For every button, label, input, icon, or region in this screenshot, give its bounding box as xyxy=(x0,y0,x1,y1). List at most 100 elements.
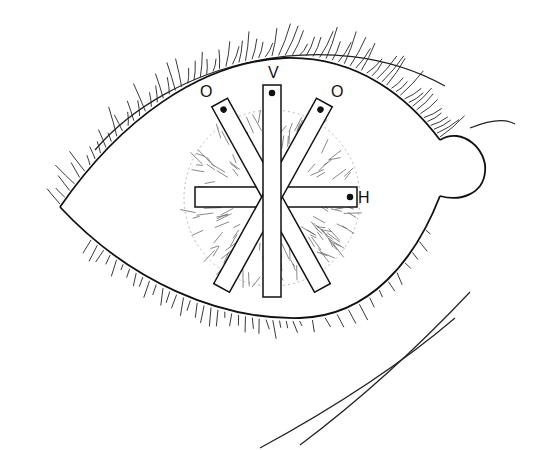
eyelash xyxy=(232,46,239,64)
iris-fiber xyxy=(282,136,284,149)
iris-fiber xyxy=(316,225,325,232)
iris-fiber xyxy=(296,265,297,280)
eyelash xyxy=(419,242,427,252)
iris-fiber xyxy=(197,213,214,215)
eyelash xyxy=(252,39,257,60)
eyelash xyxy=(245,31,249,60)
eyelash xyxy=(230,313,232,326)
eyelash xyxy=(171,295,176,309)
eyelash xyxy=(359,304,367,320)
eyelash xyxy=(259,42,263,58)
eyelash xyxy=(252,318,253,329)
eyelash xyxy=(218,50,220,69)
eyelash xyxy=(285,26,298,55)
eyelash xyxy=(209,308,211,327)
eyelash xyxy=(300,321,302,326)
eyelash xyxy=(266,320,269,330)
lower-lid xyxy=(60,196,440,318)
strip-label: V xyxy=(268,65,279,81)
iris-fiber xyxy=(313,216,325,223)
eyelash xyxy=(420,100,437,114)
iris-fiber xyxy=(315,228,322,234)
vertical-strip xyxy=(263,85,281,297)
iris-fiber xyxy=(321,252,335,258)
iris-fiber xyxy=(193,216,200,218)
iris-fiber xyxy=(342,226,354,234)
eyelash xyxy=(180,298,183,316)
iris-fiber xyxy=(317,252,328,256)
iris-fiber xyxy=(258,110,260,123)
iris-fiber xyxy=(233,169,238,176)
iris-fiber xyxy=(192,230,204,235)
iris-fiber xyxy=(233,154,237,163)
iris-fiber xyxy=(217,214,228,219)
iris-fiber xyxy=(289,248,290,261)
eyelash xyxy=(350,37,366,66)
eyelash xyxy=(239,41,243,63)
eyelash xyxy=(144,281,150,298)
eyelash xyxy=(379,290,382,297)
iris-fiber xyxy=(233,230,239,239)
iris-fiber xyxy=(242,269,243,288)
eyelash xyxy=(426,230,431,234)
eye-outline xyxy=(60,58,485,318)
eyelash xyxy=(349,310,356,324)
iris-fiber xyxy=(211,164,225,172)
iris-fiber xyxy=(217,171,228,178)
iris-fiber xyxy=(214,232,223,243)
eyelash xyxy=(417,94,434,110)
iris-fiber xyxy=(252,114,261,130)
eyelash xyxy=(361,43,375,70)
iris-fiber xyxy=(289,123,292,132)
eyelash xyxy=(372,62,383,76)
iris-fiber xyxy=(322,231,327,235)
iris-fiber xyxy=(216,214,231,221)
eyelash xyxy=(127,269,130,278)
eyelash xyxy=(440,116,465,137)
iris-fiber xyxy=(321,139,328,153)
eyelash xyxy=(387,58,405,85)
upper-lid xyxy=(60,58,440,207)
iris-fiber xyxy=(246,117,253,133)
eyelash xyxy=(195,303,197,318)
eyelid-folds xyxy=(95,55,515,448)
eyelash xyxy=(279,24,291,56)
iris-fiber xyxy=(215,222,229,228)
iris-fiber xyxy=(317,172,325,177)
iris-fiber xyxy=(334,244,344,257)
iris-fiber xyxy=(291,260,295,267)
eyelash xyxy=(245,316,246,332)
eyelash xyxy=(139,277,143,287)
eyelash xyxy=(71,163,79,178)
eyelash xyxy=(55,165,74,184)
strips xyxy=(195,85,357,297)
eyelash xyxy=(153,285,157,295)
iris-fiber xyxy=(252,277,260,287)
eyelash xyxy=(300,44,308,55)
caruncle xyxy=(440,136,485,198)
eyelash xyxy=(89,245,97,261)
iris-fiber xyxy=(348,213,356,218)
iris-fiber xyxy=(335,208,343,209)
iris-fiber xyxy=(293,264,296,271)
eyelash xyxy=(397,273,402,285)
eyelash xyxy=(337,314,344,327)
iris-fiber xyxy=(259,243,260,251)
iris-fiber xyxy=(192,170,205,172)
iris-fiber xyxy=(312,237,321,250)
eyelash xyxy=(166,291,170,303)
eyelash xyxy=(133,273,136,286)
iris-fiber xyxy=(328,150,341,160)
iris-fiber xyxy=(180,210,195,213)
eyelash xyxy=(106,255,110,264)
eyelash xyxy=(272,28,277,56)
eyelash xyxy=(388,282,394,291)
iris-fiber xyxy=(248,272,250,286)
iris-fiber xyxy=(289,131,291,144)
eyelash xyxy=(434,120,451,129)
eyelash xyxy=(424,108,442,117)
eyelash xyxy=(194,61,195,80)
lid-crease xyxy=(470,121,515,128)
eyelash xyxy=(313,37,321,57)
eyelash xyxy=(325,318,331,327)
